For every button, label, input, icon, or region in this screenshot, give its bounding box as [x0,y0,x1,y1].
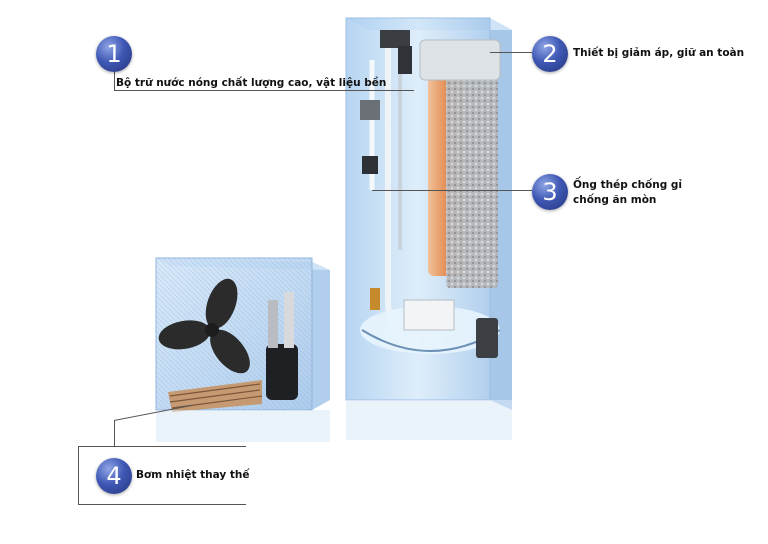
callout-3-label-line2: chống ăn mòn [573,194,657,206]
callout-3-badge: 3 [532,174,568,210]
callout-3-connector [372,190,532,191]
water-heater-tank [345,17,512,440]
callout-1-badge: 1 [96,36,132,72]
callout-1-label: Bộ trữ nước nóng chất lượng cao, vật liệ… [116,77,387,89]
callout-2-badge: 2 [532,36,568,72]
callout-4-box-left [78,446,79,504]
callout-4-label: Bơm nhiệt thay thế [136,469,250,481]
callout-4-box-top [78,446,246,447]
callout-2-connector [490,52,532,53]
callout-4-box-bottom [78,504,246,505]
callout-1-connector-vertical [114,62,115,90]
fan-blade-icon [158,278,250,374]
callout-4-connector-diagonal-stub [114,420,115,446]
outdoor-heat-pump-unit [155,257,330,442]
callout-3-label-line1: Ống thép chống gỉ [573,179,683,191]
callout-2-label: Thiết bị giảm áp, giữ an toàn [573,47,745,59]
callout-1-connector-horizontal [114,90,414,91]
callout-4-badge: 4 [96,458,132,494]
